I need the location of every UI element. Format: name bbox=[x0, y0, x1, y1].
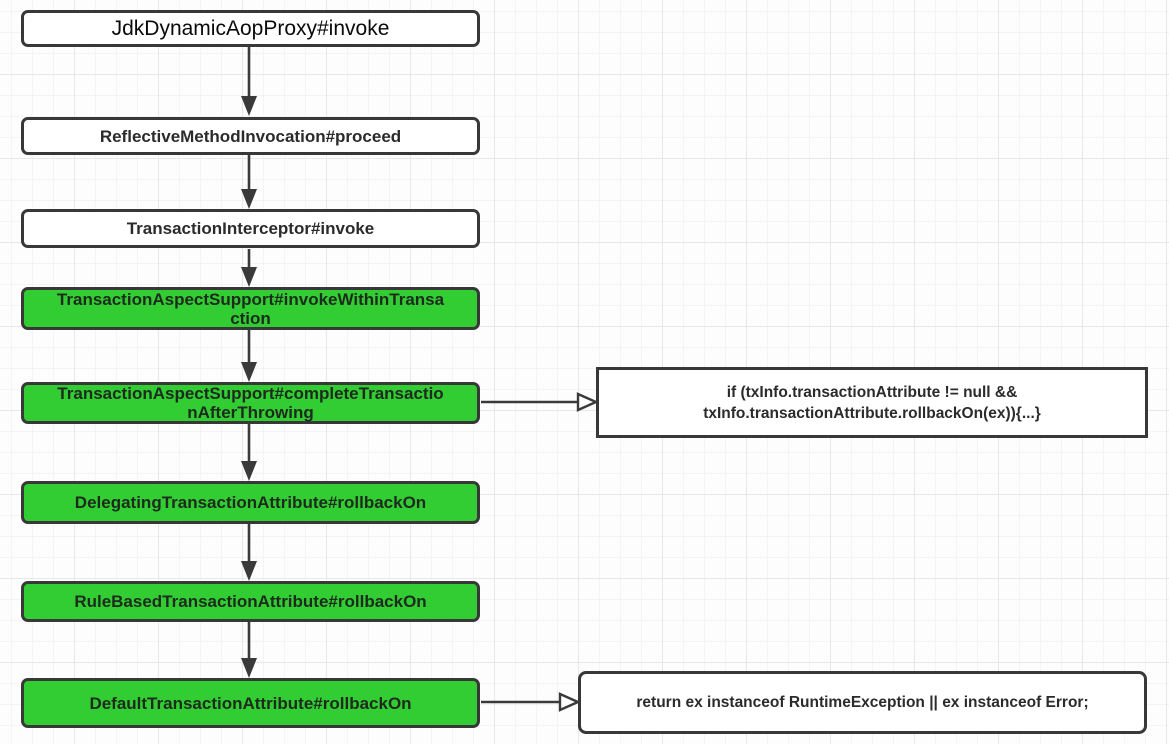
node-jdkdynamicaopproxy-invoke[interactable]: JdkDynamicAopProxy#invoke bbox=[21, 10, 480, 47]
node-rulebasedtransactionattribute-rollbackon[interactable]: RuleBasedTransactionAttribute#rollbackOn bbox=[21, 581, 480, 622]
arrow-node4-to-node5 bbox=[241, 330, 257, 382]
arrow-node6-to-node7 bbox=[241, 524, 257, 581]
node-delegatingtransactionattribute-rollbackon[interactable]: DelegatingTransactionAttribute#rollbackO… bbox=[21, 481, 480, 524]
arrow-node7-to-node8 bbox=[241, 622, 257, 678]
node-invokewithintransaction[interactable]: TransactionAspectSupport#invokeWithinTra… bbox=[21, 287, 480, 330]
arrow-node5-to-node6 bbox=[241, 424, 257, 481]
arrow-node5-to-if-note bbox=[481, 392, 599, 412]
arrow-node8-to-return-note bbox=[481, 692, 581, 712]
node-completetransactionafterthrowing[interactable]: TransactionAspectSupport#completeTransac… bbox=[21, 382, 480, 424]
note-return-statement[interactable]: return ex instanceof RuntimeException ||… bbox=[578, 671, 1147, 734]
arrow-node3-to-node4 bbox=[241, 249, 257, 287]
node-defaulttransactionattribute-rollbackon[interactable]: DefaultTransactionAttribute#rollbackOn bbox=[21, 678, 480, 728]
note-rollback-condition[interactable]: if (txInfo.transactionAttribute != null … bbox=[596, 367, 1148, 438]
arrow-node1-to-node2 bbox=[241, 47, 257, 116]
arrow-node2-to-node3 bbox=[241, 155, 257, 209]
node-transactioninterceptor-invoke[interactable]: TransactionInterceptor#invoke bbox=[21, 209, 480, 248]
node-reflectivemethodinvocation-proceed[interactable]: ReflectiveMethodInvocation#proceed bbox=[21, 117, 480, 155]
